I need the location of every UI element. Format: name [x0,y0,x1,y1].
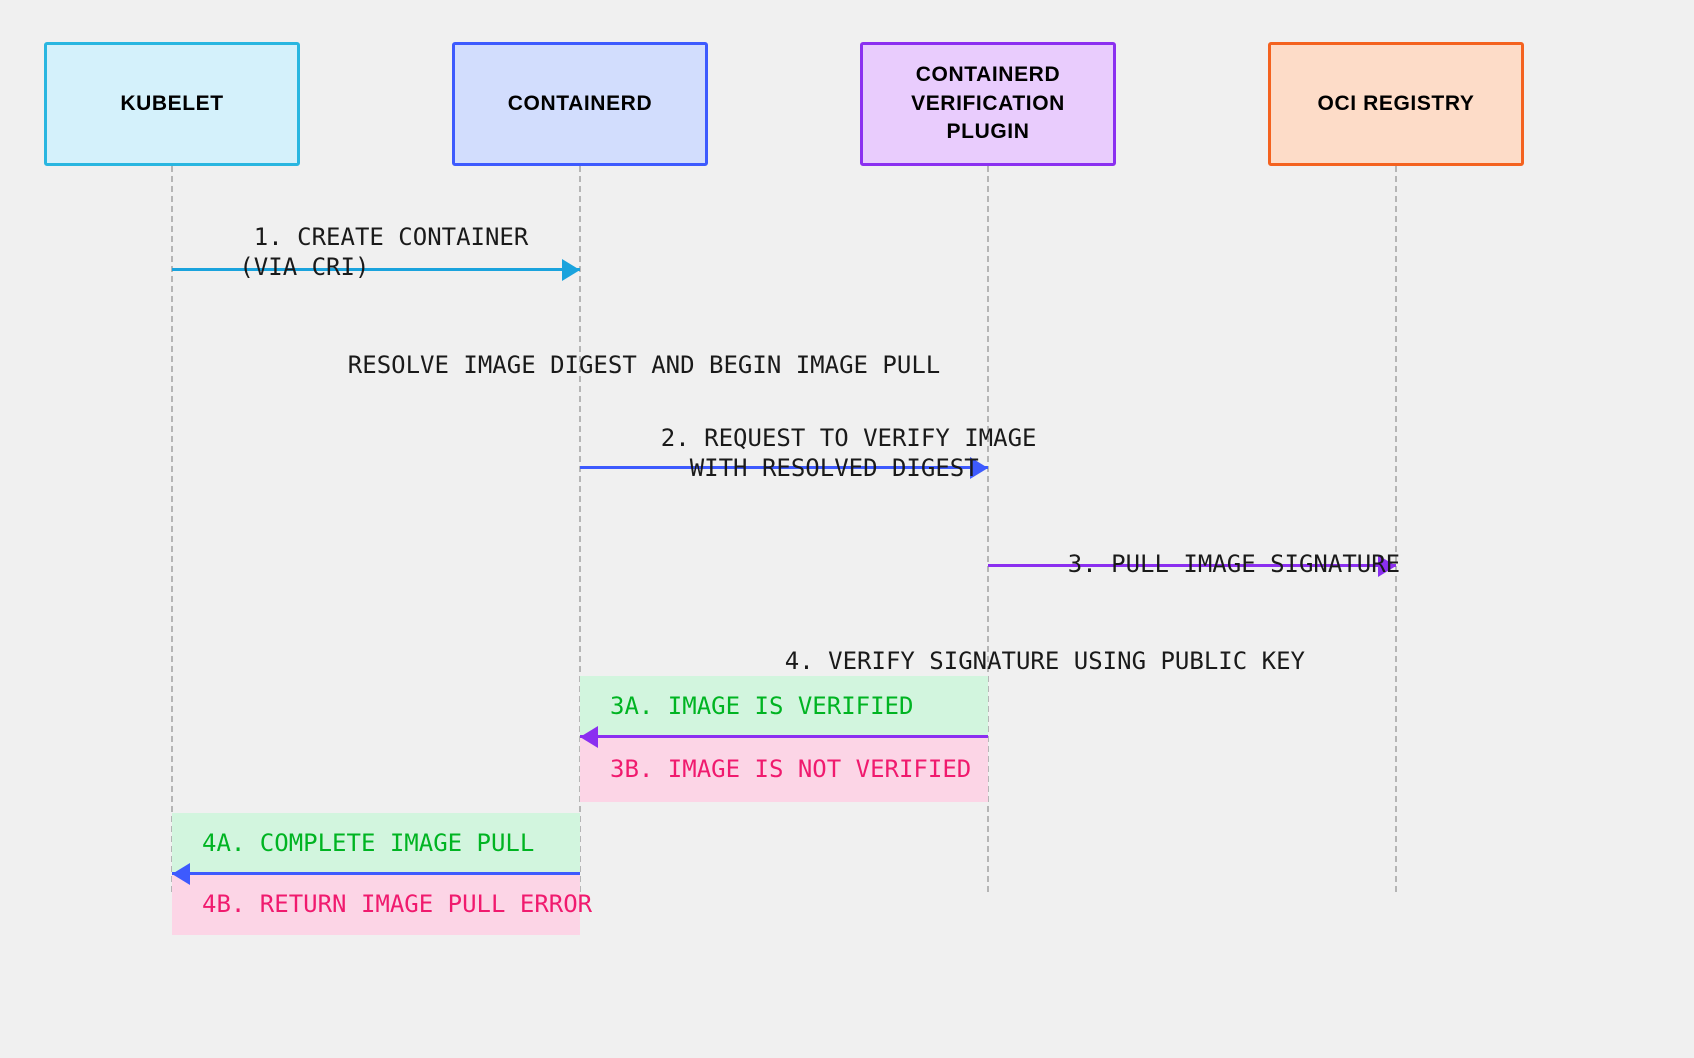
arrow-line [172,872,580,875]
band-return-image-pull-error: 4B. RETURN IMAGE PULL ERROR [172,872,592,935]
message-label-create-container: 1. CREATE CONTAINER (VIA CRI) [196,194,528,311]
note-text-resolve: RESOLVE IMAGE DIGEST AND BEGIN IMAGE PUL… [347,351,941,380]
band-label-4a: 4A. COMPLETE IMAGE PULL [202,828,535,857]
message-label-pull-image-signature: 3. PULL IMAGE SIGNATURE [1010,521,1400,609]
band-label-3b: 3B. IMAGE IS NOT VERIFIED [610,754,972,783]
lifeline-oci-registry [1395,166,1397,892]
band-image-not-verified: 3B. IMAGE IS NOT VERIFIED [580,735,988,802]
note-text-verify: 4. VERIFY SIGNATURE USING PUBLIC KEY [784,647,1305,676]
arrow-head-icon [562,259,580,281]
participant-label-containerd-verification-plugin: CONTAINERD VERIFICATION PLUGIN [911,63,1065,144]
arrow-line [988,564,1396,567]
participant-box-containerd-verification-plugin[interactable]: CONTAINERD VERIFICATION PLUGIN [860,42,1116,166]
message-label-request-verify-image: 2. REQUEST TO VERIFY IMAGE WITH RESOLVED… [603,395,1037,512]
band-image-verified: 3A. IMAGE IS VERIFIED [580,676,988,735]
participant-label-kubelet: KUBELET [120,91,224,115]
message-text-2: 2. REQUEST TO VERIFY IMAGE WITH RESOLVED… [660,424,1037,482]
note-resolve-image-digest: RESOLVE IMAGE DIGEST AND BEGIN IMAGE PUL… [290,322,940,410]
band-label-3a: 3A. IMAGE IS VERIFIED [610,691,914,720]
message-text-3: 3. PULL IMAGE SIGNATURE [1067,550,1401,579]
arrow-head-icon [1378,555,1396,577]
arrow-head-icon [970,457,988,479]
arrow-line [580,735,988,738]
lifeline-kubelet [171,166,173,892]
arrow-head-icon [172,863,190,885]
participant-box-kubelet[interactable]: KUBELET [44,42,300,166]
participant-box-containerd[interactable]: CONTAINERD [452,42,708,166]
lifeline-containerd [579,166,581,892]
arrow-line [172,268,580,271]
participant-label-containerd: CONTAINERD [507,91,653,115]
band-label-4b: 4B. RETURN IMAGE PULL ERROR [202,889,593,918]
lifeline-containerd-verification-plugin [987,166,989,892]
participant-label-oci-registry: OCI REGISTRY [1317,91,1475,115]
message-text-1: 1. CREATE CONTAINER (VIA CRI) [239,223,529,281]
participant-box-oci-registry[interactable]: OCI REGISTRY [1268,42,1524,166]
arrow-head-icon [580,726,598,748]
band-complete-image-pull: 4A. COMPLETE IMAGE PULL [172,813,580,872]
arrow-line [580,466,988,469]
note-verify-signature-public-key: 4. VERIFY SIGNATURE USING PUBLIC KEY [727,618,1305,706]
